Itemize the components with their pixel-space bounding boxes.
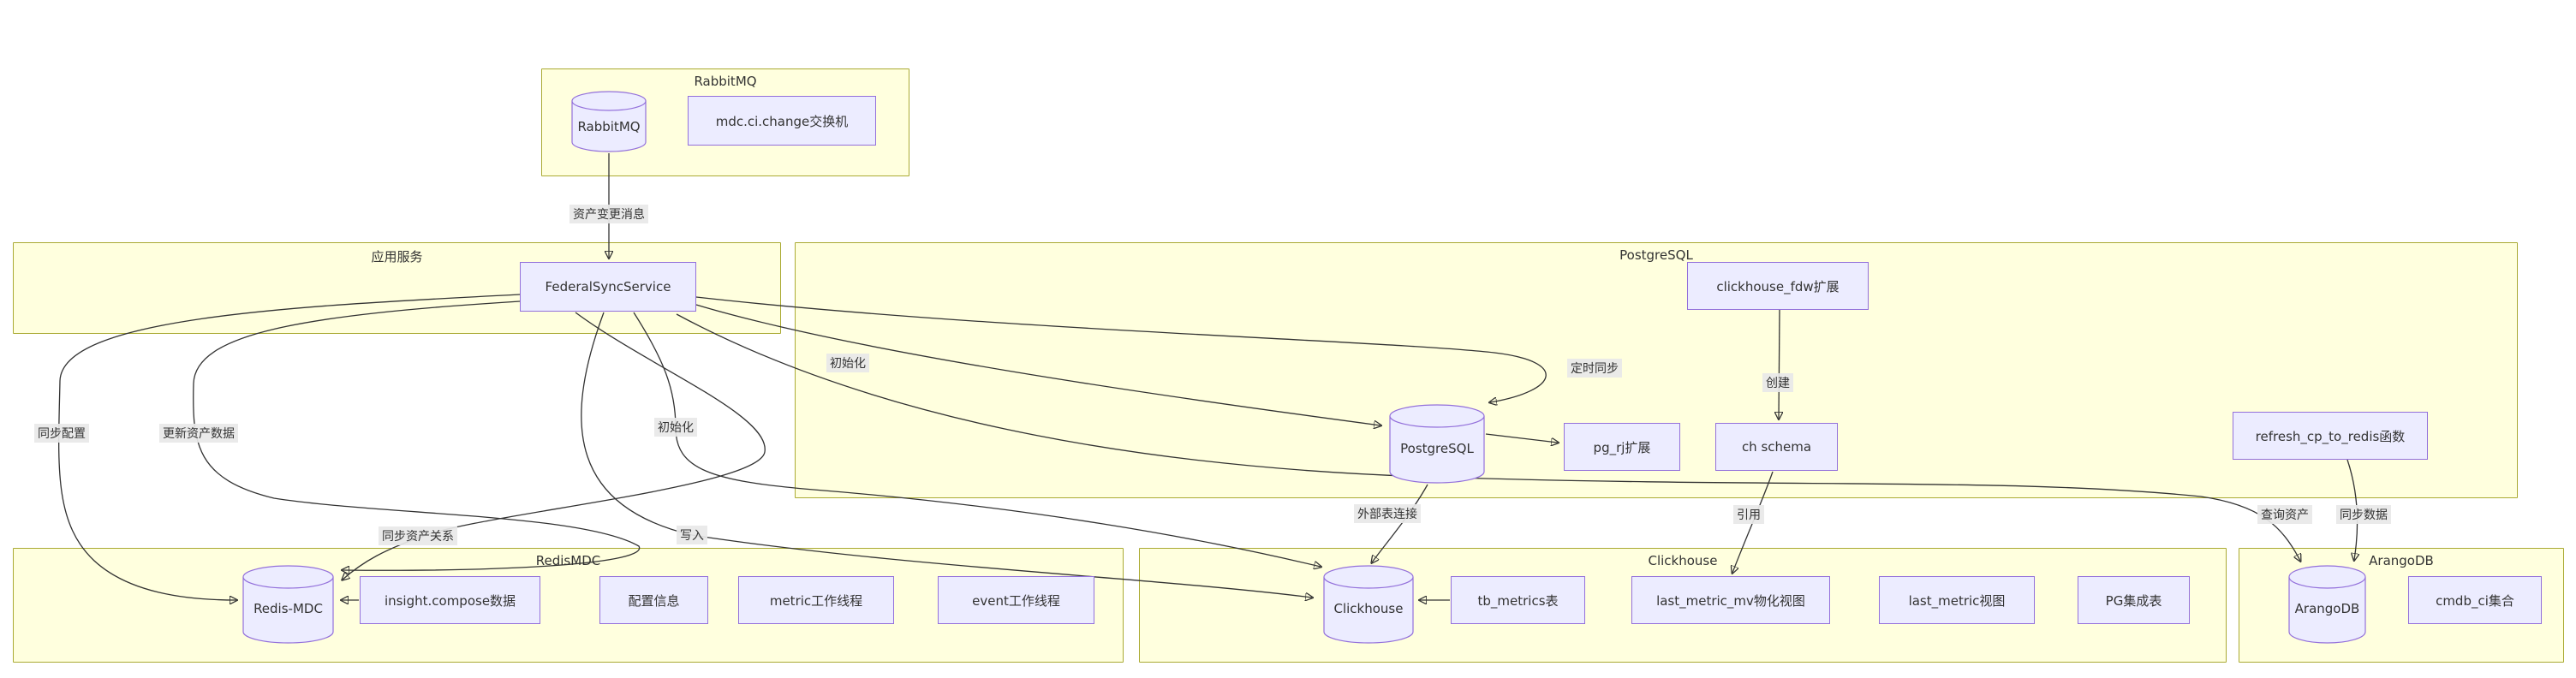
edge-fss-to-postgresql-scheduled-sync (695, 296, 1547, 402)
node-federal-sync-service-label: FederalSyncService (545, 279, 671, 294)
edge-fss-to-redis-sync-relations (343, 312, 766, 580)
node-tb-metrics-label: tb_metrics表 (1477, 592, 1559, 609)
node-mdc-exchange-label: mdc.ci.change交换机 (715, 113, 849, 129)
node-rabbitmq-db: RabbitMQ (571, 91, 647, 152)
node-config-info-label: 配置信息 (628, 592, 680, 609)
edge-fdw-to-chschema-create (1779, 309, 1780, 419)
node-last-metric-view-label: last_metric视图 (1908, 592, 2006, 609)
group-arangodb-label: ArangoDB (2369, 553, 2434, 568)
edge-label-init-postgresql: 初始化 (826, 354, 869, 372)
node-insight-compose: insight.compose数据 (360, 576, 540, 624)
node-event-worker-label: event工作线程 (972, 592, 1060, 609)
node-config-info: 配置信息 (599, 576, 708, 624)
edge-label-create: 创建 (1762, 373, 1793, 392)
edge-label-write: 写入 (677, 526, 707, 544)
node-pg-integration-table: PG集成表 (2078, 576, 2190, 624)
cylinder-shape (1389, 404, 1485, 484)
node-tb-metrics: tb_metrics表 (1451, 576, 1585, 624)
edge-label-sync-config: 同步配置 (34, 424, 89, 443)
node-rabbitmq-db-label: RabbitMQ (577, 119, 641, 135)
edge-fss-to-clickhouse-init (633, 312, 1321, 567)
node-redis-mdc-db-label: Redis-MDC (253, 601, 323, 617)
node-mdc-exchange: mdc.ci.change交换机 (688, 96, 876, 146)
node-cmdb-ci-label: cmdb_ci集合 (2436, 592, 2514, 609)
node-pg-integration-table-label: PG集成表 (2105, 592, 2162, 609)
edge-fss-to-postgresql-init (695, 304, 1380, 425)
node-event-worker: event工作线程 (938, 576, 1094, 624)
node-clickhouse-db-label: Clickhouse (1333, 601, 1404, 617)
node-postgresql-db-label: PostgreSQL (1400, 440, 1474, 456)
node-last-metric-mv: last_metric_mv物化视图 (1631, 576, 1830, 624)
node-metric-worker-label: metric工作线程 (769, 592, 863, 609)
node-postgresql-db: PostgreSQL (1389, 404, 1485, 484)
group-clickhouse-label: Clickhouse (1648, 553, 1718, 568)
node-metric-worker: metric工作线程 (738, 576, 894, 624)
edge-postgresql-to-pgrj (1485, 433, 1558, 443)
node-arangodb-db: ArangoDB (2288, 565, 2366, 644)
edge-label-scheduled-sync: 定时同步 (1567, 359, 1622, 378)
edge-label-query-assets: 查询资产 (2257, 505, 2312, 524)
cylinder-shape (1323, 565, 1414, 644)
edge-label-asset-change-message: 资产变更消息 (569, 205, 648, 223)
node-ch-schema-label: ch schema (1741, 439, 1812, 455)
edge-postgresql-to-clickhouse-foreign-table (1372, 484, 1428, 562)
node-last-metric-view: last_metric视图 (1879, 576, 2035, 624)
edge-label-init-clickhouse: 初始化 (654, 418, 697, 437)
node-ch-schema: ch schema (1715, 423, 1838, 471)
node-last-metric-mv-label: last_metric_mv物化视图 (1656, 592, 1805, 609)
node-arangodb-db-label: ArangoDB (2294, 601, 2360, 617)
cylinder-shape (242, 565, 334, 644)
node-cmdb-ci: cmdb_ci集合 (2408, 576, 2542, 624)
edge-label-sync-data: 同步数据 (2336, 505, 2391, 524)
node-clickhouse-fdw: clickhouse_fdw扩展 (1687, 262, 1869, 310)
edge-fss-to-redis-update-assets (193, 300, 641, 570)
node-redis-mdc-db: Redis-MDC (242, 565, 334, 644)
node-federal-sync-service: FederalSyncService (520, 262, 696, 312)
cylinder-shape (571, 91, 647, 152)
node-refresh-fn: refresh_cp_to_redis函数 (2233, 412, 2428, 460)
edge-label-reference: 引用 (1733, 505, 1764, 524)
edge-fss-to-arango-query-assets (676, 313, 2300, 561)
node-clickhouse-db: Clickhouse (1323, 565, 1414, 644)
node-insight-compose-label: insight.compose数据 (384, 592, 516, 609)
edge-label-foreign-table-connect: 外部表连接 (1354, 504, 1421, 523)
node-pg-rj: pg_rj扩展 (1564, 423, 1680, 471)
node-refresh-fn-label: refresh_cp_to_redis函数 (2255, 428, 2406, 444)
group-app-services-label: 应用服务 (371, 249, 423, 265)
cylinder-shape (2288, 565, 2366, 644)
edge-fss-to-redis-sync-config (58, 294, 521, 600)
node-pg-rj-label: pg_rj扩展 (1593, 439, 1651, 455)
group-rabbitmq-label: RabbitMQ (694, 74, 757, 89)
edge-label-update-asset-data: 更新资产数据 (159, 424, 238, 443)
edge-fss-to-clickhouse-write (581, 312, 1312, 598)
edge-label-sync-asset-relations: 同步资产关系 (379, 526, 457, 545)
node-clickhouse-fdw-label: clickhouse_fdw扩展 (1716, 278, 1840, 294)
group-postgresql-label: PostgreSQL (1619, 247, 1693, 263)
group-redismdc-label: RedisMDC (535, 553, 601, 568)
